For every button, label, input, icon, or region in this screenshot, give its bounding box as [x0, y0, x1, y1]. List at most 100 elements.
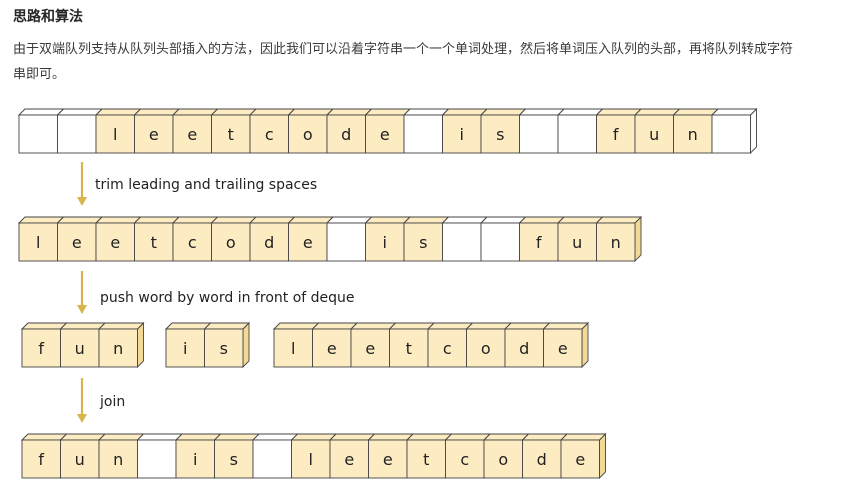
step-label: trim leading and trailing spaces	[95, 177, 317, 193]
cell-char: o	[498, 450, 508, 469]
cell-top-face	[518, 108, 566, 116]
cell-top-face	[328, 433, 376, 441]
cell-front-face	[95, 222, 135, 262]
cell-char: u	[75, 450, 85, 469]
char-cell: i	[364, 216, 412, 262]
cell-front-face	[442, 114, 482, 154]
char-cell: e	[349, 322, 397, 368]
cell-char: s	[496, 125, 504, 144]
step-label: push word by word in front of deque	[100, 290, 355, 306]
cell-top-face	[325, 216, 373, 224]
char-cell: e	[94, 216, 142, 262]
char-cell: e	[287, 216, 335, 262]
cell-char: n	[113, 339, 123, 358]
empty-space-cell	[441, 216, 489, 262]
cell-char: e	[327, 339, 337, 358]
cell-top-face	[210, 216, 258, 224]
step-label: join	[99, 394, 125, 410]
cell-char: f	[38, 450, 44, 469]
cell-front-face	[172, 114, 212, 154]
cell-front-face	[95, 114, 135, 154]
cell-front-face	[249, 222, 289, 262]
cell-front-face	[365, 222, 405, 262]
cell-top-face	[136, 433, 184, 441]
cell-top-face	[174, 433, 222, 441]
char-cell: s	[479, 108, 527, 154]
cell-char: i	[383, 233, 387, 252]
cell-front-face	[368, 439, 408, 479]
char-cell: t	[210, 108, 258, 154]
char-cell: u	[59, 433, 107, 479]
cell-char: e	[380, 125, 390, 144]
char-cell: o	[482, 433, 530, 479]
cell-char: n	[688, 125, 698, 144]
cell-char: n	[113, 450, 123, 469]
cell-top-face	[213, 433, 261, 441]
cell-top-face	[97, 322, 145, 330]
cell-top-face	[56, 216, 104, 224]
cell-top-face	[164, 322, 212, 330]
cell-top-face	[248, 216, 296, 224]
cell-top-face	[20, 322, 68, 330]
empty-space-cell	[251, 433, 299, 479]
char-cell: e	[56, 216, 104, 262]
cell-front-face	[98, 328, 138, 368]
cell-front-face	[60, 439, 100, 479]
cell-front-face	[134, 114, 174, 154]
group-side-face	[581, 321, 589, 369]
cell-char: c	[265, 125, 274, 144]
cell-char: e	[344, 450, 354, 469]
cell-char: u	[649, 125, 659, 144]
char-cell: e	[171, 108, 219, 154]
cell-top-face	[426, 322, 474, 330]
group-side-face	[634, 215, 642, 263]
cell-top-face	[405, 433, 453, 441]
cell-char: e	[558, 339, 568, 358]
cell-top-face	[503, 322, 551, 330]
char-cell: i	[164, 322, 212, 368]
empty-space-cell	[402, 108, 450, 154]
cell-top-face	[171, 216, 219, 224]
char-cell: e	[559, 433, 607, 479]
cell-front-face	[326, 114, 366, 154]
cell-top-face	[465, 322, 513, 330]
cell-char: t	[423, 450, 429, 469]
empty-space-cell	[17, 108, 65, 154]
char-cell: n	[595, 216, 643, 262]
cell-char: l	[291, 339, 295, 358]
cell-front-face	[57, 114, 97, 154]
cell-top-face	[325, 108, 373, 116]
cell-front-face	[18, 114, 58, 154]
char-cell: o	[287, 108, 335, 154]
cell-char: d	[341, 125, 351, 144]
cell-top-face	[251, 433, 299, 441]
char-cell: o	[465, 322, 513, 368]
cell-top-face	[17, 108, 65, 116]
char-cell: l	[17, 216, 65, 262]
cell-char: t	[406, 339, 412, 358]
cell-top-face	[59, 433, 107, 441]
empty-space-cell	[136, 433, 184, 479]
char-cell: t	[388, 322, 436, 368]
cell-top-face	[287, 216, 335, 224]
cell-front-face	[519, 114, 559, 154]
cell-char: c	[443, 339, 452, 358]
cell-char: f	[536, 233, 542, 252]
cell-top-face	[518, 216, 566, 224]
cell-char: f	[613, 125, 619, 144]
cell-char: u	[75, 339, 85, 358]
cell-front-face	[252, 439, 292, 479]
cell-top-face	[210, 108, 258, 116]
cell-top-face	[402, 216, 450, 224]
cell-top-face	[17, 216, 65, 224]
cell-front-face	[480, 222, 520, 262]
cell-top-face	[633, 108, 681, 116]
cell-char: t	[151, 233, 157, 252]
char-cell: e	[542, 322, 590, 368]
cell-top-face	[542, 322, 590, 330]
char-cell: f	[518, 216, 566, 262]
cell-top-face	[441, 108, 489, 116]
char-cell: e	[133, 108, 181, 154]
char-cell: t	[405, 433, 453, 479]
cell-front-face	[273, 328, 313, 368]
